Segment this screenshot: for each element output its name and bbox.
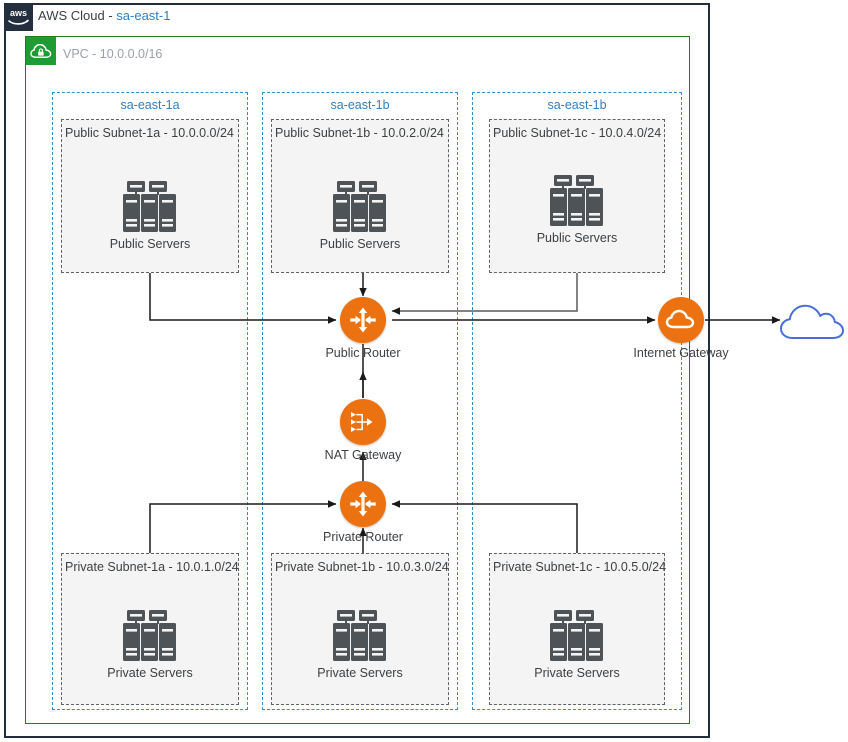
private-subnet-label-3: Private Subnet-1c - 10.0.5.0/24 bbox=[493, 560, 667, 574]
availability-zone-label-3: sa-east-1b bbox=[547, 98, 607, 112]
private-subnet-label-2: Private Subnet-1b - 10.0.3.0/24 bbox=[275, 560, 449, 574]
aws-logo-icon: aws bbox=[4, 3, 33, 31]
private-router-node[interactable]: Private Router bbox=[303, 481, 423, 545]
availability-zone-box-1 bbox=[52, 92, 248, 710]
vpc-label: VPC - 10.0.0.0/16 bbox=[63, 47, 163, 61]
public-servers-label-3: Public Servers bbox=[536, 231, 618, 245]
private-servers-group-1: Private Servers bbox=[90, 610, 210, 681]
vpc-cloud-lock-icon bbox=[26, 37, 56, 65]
private-servers-label-1: Private Servers bbox=[107, 666, 193, 680]
aws-cloud-title: AWS Cloud - sa-east-1 bbox=[38, 7, 170, 25]
servers-icon bbox=[123, 181, 176, 232]
public-router-label: Public Router bbox=[325, 346, 401, 360]
servers-icon bbox=[550, 175, 603, 226]
public-servers-label-1: Public Servers bbox=[109, 237, 191, 251]
public-servers-label-2: Public Servers bbox=[319, 237, 401, 251]
nat-gateway-node[interactable]: NAT Gateway bbox=[303, 399, 423, 463]
servers-icon bbox=[333, 610, 386, 661]
availability-zone-box-3 bbox=[472, 92, 682, 710]
public-servers-group-3: Public Servers bbox=[517, 175, 637, 246]
public-subnet-label-3: Public Subnet-1c - 10.0.4.0/24 bbox=[493, 126, 662, 140]
public-subnet-label-1: Public Subnet-1a - 10.0.0.0/24 bbox=[65, 126, 234, 140]
svg-text:aws: aws bbox=[10, 8, 27, 18]
public-servers-group-2: Public Servers bbox=[300, 181, 420, 252]
aws-region-label: sa-east-1 bbox=[116, 8, 171, 23]
availability-zone-box-2 bbox=[262, 92, 458, 710]
aws-cloud-title-separator: - bbox=[104, 8, 117, 23]
private-subnet-label-1: Private Subnet-1a - 10.0.1.0/24 bbox=[65, 560, 239, 574]
servers-icon bbox=[333, 181, 386, 232]
servers-icon bbox=[123, 610, 176, 661]
internet-gateway-cloud-icon bbox=[658, 297, 704, 343]
public-subnet-label-2: Public Subnet-1b - 10.0.2.0/24 bbox=[275, 126, 444, 140]
public-servers-group-1: Public Servers bbox=[90, 181, 210, 252]
nat-gateway-label: NAT Gateway bbox=[324, 448, 402, 462]
private-servers-label-2: Private Servers bbox=[317, 666, 403, 680]
internet-cloud-icon bbox=[779, 298, 845, 349]
router-four-arrow-icon bbox=[340, 297, 386, 343]
internet-gateway-label: Internet Gateway bbox=[633, 346, 729, 360]
servers-icon bbox=[550, 610, 603, 661]
private-servers-group-3: Private Servers bbox=[517, 610, 637, 681]
public-router-node[interactable]: Public Router bbox=[303, 297, 423, 361]
private-router-label: Private Router bbox=[323, 530, 403, 544]
availability-zone-label-1: sa-east-1a bbox=[120, 98, 180, 112]
router-four-arrow-icon bbox=[340, 481, 386, 527]
aws-cloud-title-text: AWS Cloud bbox=[38, 8, 105, 23]
vpc-boundary bbox=[25, 36, 690, 724]
private-servers-group-2: Private Servers bbox=[300, 610, 420, 681]
availability-zone-label-2: sa-east-1b bbox=[330, 98, 390, 112]
internet-gateway-node[interactable]: Internet Gateway bbox=[621, 297, 741, 361]
private-servers-label-3: Private Servers bbox=[534, 666, 620, 680]
nat-gateway-merge-icon bbox=[340, 399, 386, 445]
